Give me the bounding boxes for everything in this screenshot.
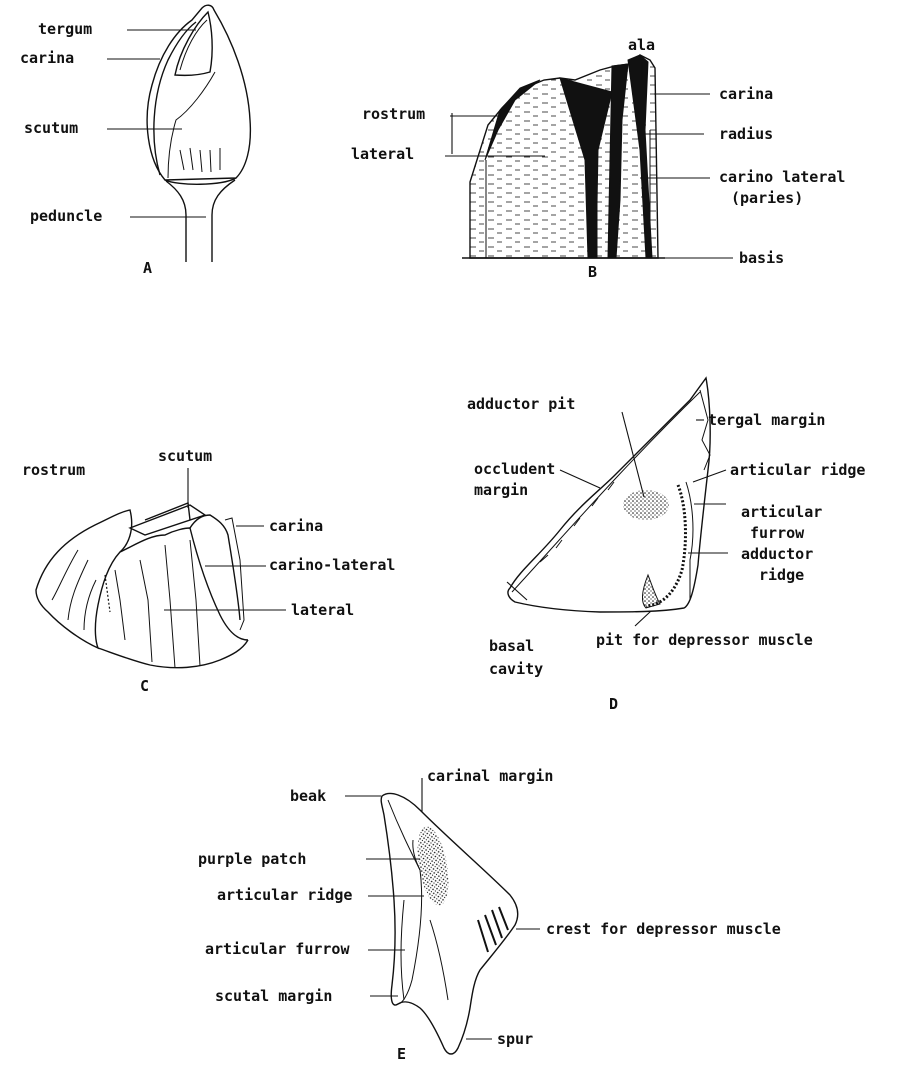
panel-letter-c: C xyxy=(140,677,149,695)
label-basal-cavity-1: basal xyxy=(489,637,534,655)
panel-letter-b: B xyxy=(588,263,597,281)
adductor-pit-shape xyxy=(623,490,669,520)
label-carinal-margin: carinal margin xyxy=(427,767,553,785)
label-adductor-pit: adductor pit xyxy=(467,395,575,413)
label-occludent-margin-1: occludent xyxy=(474,460,555,478)
panel-c-drawing xyxy=(36,503,248,668)
label-occludent-margin-2: margin xyxy=(474,481,528,499)
panel-letter-e: E xyxy=(397,1045,406,1063)
panel-e: carinal margin beak purple patch articul… xyxy=(198,767,781,1063)
panel-c: rostrum scutum carina carino-lateral lat… xyxy=(22,447,395,695)
label-tergum: tergum xyxy=(38,20,92,38)
label-articular-ridge-e: articular ridge xyxy=(217,886,352,904)
label-ala: ala xyxy=(628,36,655,54)
label-adductor-ridge-1: adductor xyxy=(741,545,813,563)
label-carino-lateral-c: carino-lateral xyxy=(269,556,395,574)
panel-a-drawing xyxy=(147,5,250,262)
label-purple-patch: purple patch xyxy=(198,850,306,868)
label-articular-furrow-d-2: furrow xyxy=(750,524,805,542)
label-rostrum-c: rostrum xyxy=(22,461,85,479)
label-scutum-c: scutum xyxy=(158,447,212,465)
panel-d: adductor pit tergal margin occludent mar… xyxy=(467,378,865,713)
panel-d-drawing xyxy=(508,378,710,612)
label-rostrum: rostrum xyxy=(362,105,425,123)
label-carina-b: carina xyxy=(719,85,773,103)
panel-b: ala rostrum lateral carina radius carino… xyxy=(351,36,845,281)
panel-letter-d: D xyxy=(609,695,618,713)
label-radius: radius xyxy=(719,125,773,143)
panel-letter-a: A xyxy=(143,259,152,277)
label-lateral: lateral xyxy=(351,145,414,163)
label-spur: spur xyxy=(497,1030,533,1048)
label-basal-cavity-2: cavity xyxy=(489,660,543,678)
label-lateral-c: lateral xyxy=(291,601,354,619)
label-crest-depressor: crest for depressor muscle xyxy=(546,920,781,938)
label-articular-furrow-e: articular furrow xyxy=(205,940,350,958)
label-carina-c: carina xyxy=(269,517,323,535)
label-adductor-ridge-2: ridge xyxy=(759,566,804,584)
label-peduncle: peduncle xyxy=(30,207,102,225)
label-carino-lateral: carino lateral xyxy=(719,168,845,186)
label-carina: carina xyxy=(20,49,74,67)
panel-e-drawing xyxy=(381,794,518,1054)
label-pit-depressor: pit for depressor muscle xyxy=(596,631,813,649)
label-scutal-margin: scutal margin xyxy=(215,987,332,1005)
label-articular-furrow-d-1: articular xyxy=(741,503,822,521)
label-scutum: scutum xyxy=(24,119,78,137)
label-paries: (paries) xyxy=(731,189,803,207)
label-tergal-margin: tergal margin xyxy=(708,411,825,429)
label-basis: basis xyxy=(739,249,784,267)
label-articular-ridge-d: articular ridge xyxy=(730,461,865,479)
label-beak: beak xyxy=(290,787,326,805)
panel-a: tergum carina scutum peduncle A xyxy=(20,5,250,277)
